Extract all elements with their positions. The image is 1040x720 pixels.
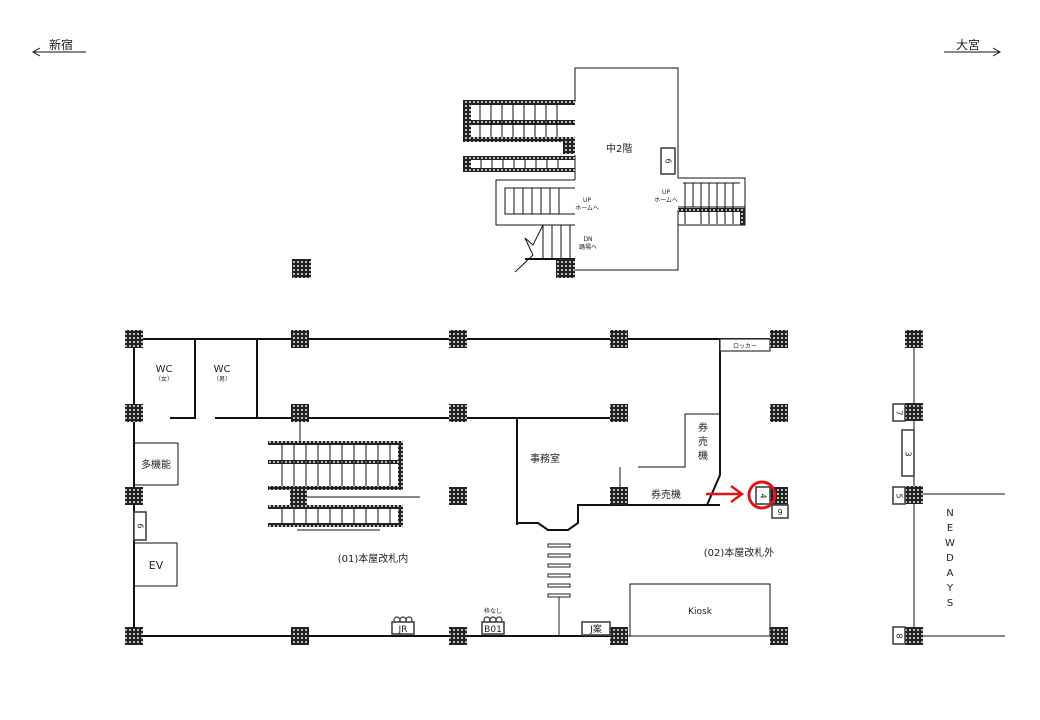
wc-female-label: WC [156,364,173,375]
highlighted-sign-4[interactable]: 4 [706,480,777,510]
zone-inside-label: (01)本屋改札内 [338,552,409,565]
sign-jr: JR [391,616,415,635]
svg-text:UP: UP [662,189,670,196]
svg-text:DN: DN [583,236,592,243]
sign-9-right [771,504,789,519]
svg-text:ロッカー: ロッカー [733,343,757,350]
svg-text:枠なし: 枠なし [484,607,502,615]
svg-text:6: 6 [136,523,145,528]
direction-left-label: 新宿 [49,37,73,52]
mezzanine-title: 中2階 [606,142,632,155]
svg-text:N: N [946,508,953,519]
sign-5 [892,486,906,505]
kiosk-label: Kiosk [688,607,713,617]
stairs-up-left [495,179,575,226]
svg-text:（男）: （男） [213,376,231,383]
sign-7 [892,403,906,422]
svg-text:9: 9 [777,508,782,517]
stairs-main [268,422,420,531]
svg-text:ホームへ: ホームへ [575,205,599,212]
svg-text:E: E [947,523,953,534]
svg-text:J案: J案 [589,623,602,635]
svg-text:A: A [947,568,954,579]
arrow-right-icon [992,47,1002,57]
svg-text:3: 3 [904,451,913,456]
sign-8 [892,626,906,645]
direction-right-label: 大宮 [956,37,980,52]
sign-b01: 枠なし B01 [481,607,505,635]
svg-text:B01: B01 [484,625,502,635]
svg-text:UP: UP [583,197,591,204]
right-wing: 7 3 5 8 N E W D A Y S [892,330,1005,645]
svg-text:JR: JR [398,625,408,635]
mezzanine-floor: 中2階 6 UP ホームへ UP ホームへ DN 踊場へ [463,67,746,278]
pillars [125,330,788,645]
pillar [292,259,311,278]
svg-text:W: W [945,538,955,549]
svg-text:ホームへ: ホームへ [654,197,678,204]
svg-text:5: 5 [895,493,904,498]
svg-text:機: 機 [698,449,708,462]
svg-text:6: 6 [664,158,673,163]
svg-text:EV: EV [149,559,164,572]
svg-text:多機能: 多機能 [141,458,171,471]
ticket-gates [547,543,571,636]
zone-outside-label: (02)本屋改札外 [704,546,775,559]
main-floor: ロッカー [125,330,789,645]
elevator [133,542,178,587]
stairs-left-upper [463,100,575,172]
svg-text:4: 4 [759,493,768,498]
arrow-left-icon [31,47,41,57]
multi-purpose-toilet [133,442,179,486]
svg-text:D: D [946,553,954,564]
highlight-circle [747,480,777,510]
svg-text:7: 7 [895,410,904,415]
svg-text:S: S [947,598,953,609]
sign-info: J案 [581,621,611,636]
stairs-down [514,224,575,278]
wc-male-label: WC [214,364,231,375]
sign-6-mezzanine [660,147,676,175]
ticket-machine-label: 券売機 [651,488,681,501]
newdays-shop-label: N E W D A Y S [945,508,955,609]
svg-text:踊場へ: 踊場へ [579,243,597,251]
svg-text:Y: Y [946,583,954,594]
sign-6-left [133,511,147,541]
svg-text:8: 8 [895,633,904,638]
svg-text:（女）: （女） [155,375,173,383]
svg-text:売: 売 [698,435,708,448]
stairs-up-right [678,177,746,226]
office-label: 事務室 [530,452,560,465]
direction-shinjuku: 新宿 [31,37,86,57]
sign-3 [901,429,915,477]
direction-omiya: 大宮 [944,37,1002,57]
svg-text:券: 券 [698,421,708,434]
